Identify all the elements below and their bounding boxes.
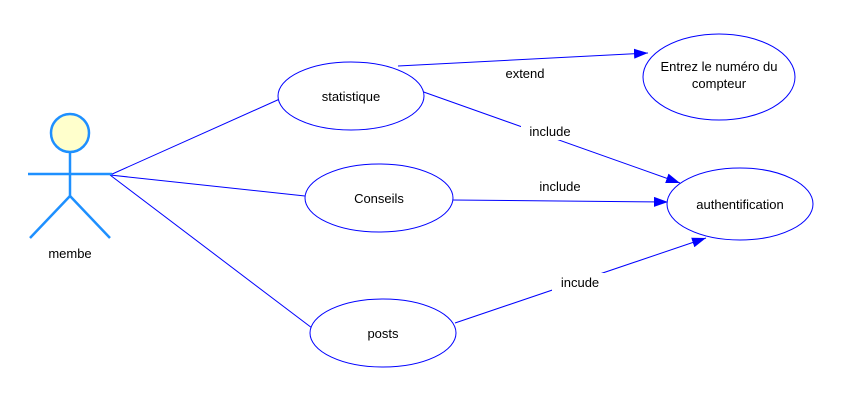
use-case-conseils-label: Conseils xyxy=(354,191,404,206)
use-case-posts[interactable]: posts xyxy=(309,298,457,368)
actor-right-leg xyxy=(69,195,111,239)
use-case-posts-label: posts xyxy=(367,326,399,341)
actor-left-leg xyxy=(29,195,71,239)
include-label-conseils: include xyxy=(539,179,580,194)
relation-labels: extend include include incude xyxy=(505,66,608,291)
actor-membe[interactable]: membe xyxy=(28,112,112,261)
incude-label-posts: incude xyxy=(561,275,599,290)
use-case-authentification[interactable]: authentification xyxy=(666,167,814,241)
extend-arrow[interactable] xyxy=(397,48,649,67)
use-case-authentification-label: authentification xyxy=(696,197,783,212)
use-case-numero-label-line2: compteur xyxy=(692,76,747,91)
actor-head xyxy=(49,112,91,154)
use-case-statistique[interactable]: statistique xyxy=(277,61,425,131)
use-case-numero-label-line1: Entrez le numéro du xyxy=(660,59,777,74)
include-label-statistique: include xyxy=(529,124,570,139)
actor-label: membe xyxy=(48,246,91,261)
association-statistique[interactable] xyxy=(109,97,283,176)
use-case-conseils[interactable]: Conseils xyxy=(304,163,454,233)
associations xyxy=(109,97,313,329)
use-case-statistique-label: statistique xyxy=(322,89,381,104)
association-posts[interactable] xyxy=(109,174,313,329)
use-case-entrez-numero[interactable]: Entrez le numéro du compteur xyxy=(642,33,796,121)
extend-label: extend xyxy=(505,66,544,81)
association-conseils[interactable] xyxy=(109,174,306,197)
include-arrow-conseils[interactable] xyxy=(451,196,669,207)
